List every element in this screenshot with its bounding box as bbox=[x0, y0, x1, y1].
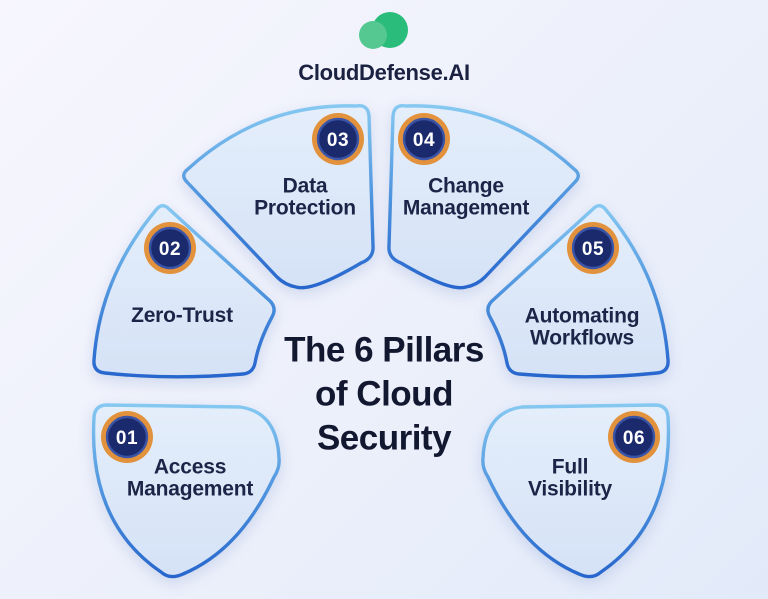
badge-core bbox=[571, 226, 615, 270]
label-data-protection: Data Protection bbox=[254, 174, 356, 220]
badge-06: 06 bbox=[608, 411, 660, 463]
badge-core bbox=[148, 226, 192, 270]
badge-core bbox=[316, 117, 360, 161]
petal-zero-trust bbox=[92, 204, 276, 379]
number-badges: 01 02 03 04 05 bbox=[101, 113, 660, 463]
badge-01: 01 bbox=[101, 411, 153, 463]
badge-number: 01 bbox=[116, 428, 138, 449]
badge-02: 02 bbox=[144, 222, 196, 274]
page-title: The 6 Pillars of Cloud Security bbox=[284, 330, 484, 457]
badge-04: 04 bbox=[398, 113, 450, 165]
label-zero-trust: Zero-Trust bbox=[131, 303, 233, 327]
label-full-visibility: Full Visibility bbox=[528, 455, 612, 501]
badge-number: 04 bbox=[413, 130, 435, 151]
label-automating-workflows: Automating Workflows bbox=[524, 304, 640, 350]
brand-header: CloudDefense.AI bbox=[0, 8, 768, 86]
brand-name: CloudDefense.AI bbox=[298, 60, 470, 85]
petal-automating-workflows bbox=[486, 204, 670, 379]
cloud-logo-icon bbox=[359, 12, 408, 49]
label-access-management: Access Management bbox=[126, 455, 254, 501]
badge-05: 05 bbox=[567, 222, 619, 274]
badge-number: 02 bbox=[159, 239, 181, 260]
badge-core bbox=[402, 117, 446, 161]
cloud-circle-left bbox=[359, 21, 387, 49]
badge-core bbox=[612, 415, 656, 459]
badge-number: 03 bbox=[327, 130, 349, 151]
badge-number: 06 bbox=[623, 428, 645, 449]
label-change-management: Change Management bbox=[402, 174, 530, 220]
badge-number: 05 bbox=[582, 239, 604, 260]
badge-03: 03 bbox=[312, 113, 364, 165]
badge-core bbox=[105, 415, 149, 459]
